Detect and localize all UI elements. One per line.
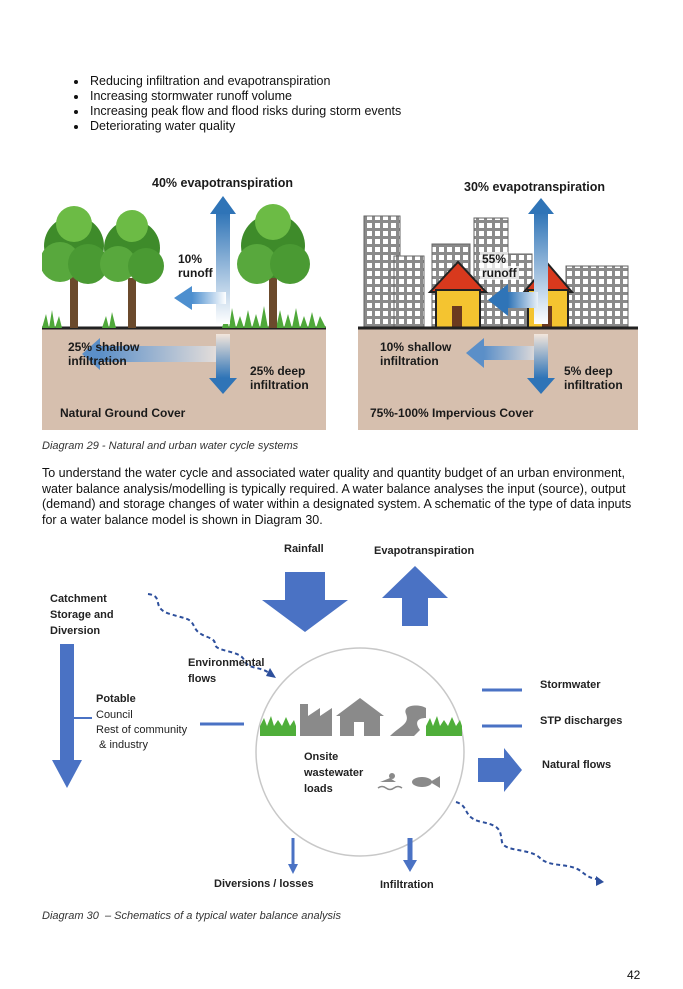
rainfall-label: Rainfall (284, 543, 324, 555)
urban-deep-pct-label: 5% deep (564, 364, 613, 378)
natural-flows-label: Natural flows (542, 759, 612, 771)
diagram29-caption: Diagram 29 - Natural and urban water cyc… (42, 440, 299, 452)
diversions-label: Diversions / losses (214, 878, 314, 890)
natural-water-cycle-graphic (42, 196, 326, 430)
bullet-item: Increasing stormwater runoff volume (88, 89, 401, 104)
potable-council-label: Council (96, 709, 133, 721)
onsite-label-3: loads (304, 783, 333, 795)
urban-evapotranspiration-label: 30% evapotranspiration (464, 180, 606, 194)
urban-water-cycle-graphic (358, 198, 638, 430)
catchment-label-1: Catchment (50, 593, 107, 605)
natural-runoff-label: runoff (178, 266, 213, 280)
stp-discharges-label: STP discharges (540, 715, 623, 727)
bullet-item: Increasing peak flow and flood risks dur… (88, 104, 401, 119)
urban-shallow-pct-label: 10% shallow (380, 340, 452, 354)
natural-deep-label: infiltration (250, 378, 309, 392)
environmental-flow-path (147, 593, 271, 675)
potable-industry-label: & industry (96, 739, 148, 751)
potable-community-label: Rest of community (96, 724, 188, 736)
factory-icon (300, 704, 332, 736)
bullet-item: Deteriorating water quality (88, 119, 401, 134)
natural-cover-label: Natural Ground Cover (60, 406, 186, 420)
infiltration-label: Infiltration (380, 879, 434, 891)
natural-deep-pct-label: 25% deep (250, 364, 306, 378)
body-paragraph: To understand the water cycle and associ… (42, 466, 632, 527)
page-number: 42 (627, 968, 641, 982)
environmental-flows-label-2: flows (188, 673, 217, 685)
natural-evapotranspiration-label: 40% evapotranspiration (152, 176, 294, 190)
bullet-list: Reducing infiltration and evapotranspira… (40, 74, 401, 134)
natural-water-cycle-panel: 40% evapotranspiration 10% runoff 25% sh… (42, 166, 326, 430)
road-icon (390, 705, 426, 736)
natural-flows-arrow-icon (478, 748, 522, 792)
catchment-label-2: Storage and (50, 609, 114, 621)
water-balance-schematic (52, 566, 604, 886)
fish-icon (412, 776, 440, 788)
evapotranspiration-label: Evapotranspiration (374, 545, 475, 557)
catchment-arrow-icon (52, 760, 82, 788)
environmental-flows-label-1: Environmental (188, 657, 265, 669)
urban-shallow-label: infiltration (380, 354, 439, 368)
onsite-label-1: Onsite (304, 751, 339, 763)
bullet-item: Reducing infiltration and evapotranspira… (88, 74, 401, 89)
potable-label: Potable (96, 693, 136, 705)
evapotranspiration-arrow-icon (382, 566, 448, 626)
natural-shallow-pct-label: 25% shallow (68, 340, 140, 354)
house-icon (336, 698, 384, 736)
natural-shallow-label: infiltration (68, 354, 127, 368)
diagram30-caption: Diagram 30 – Schematics of a typical wat… (42, 910, 341, 922)
onsite-label-2: wastewater (304, 767, 364, 779)
swimmer-icon (377, 773, 403, 791)
urban-runoff-label: runoff (480, 266, 519, 280)
rainfall-arrow-icon (262, 572, 348, 632)
urban-water-cycle-panel: 30% evapotranspiration 55% runoff 10% sh… (358, 166, 638, 430)
urban-cover-label: 75%-100% Impervious Cover (370, 406, 534, 420)
urban-runoff-pct-label: 55% (480, 252, 509, 266)
stormwater-label: Stormwater (540, 679, 601, 691)
urban-deep-label: infiltration (564, 378, 623, 392)
catchment-label-3: Diversion (50, 625, 101, 637)
natural-runoff-pct-label: 10% (178, 252, 203, 266)
